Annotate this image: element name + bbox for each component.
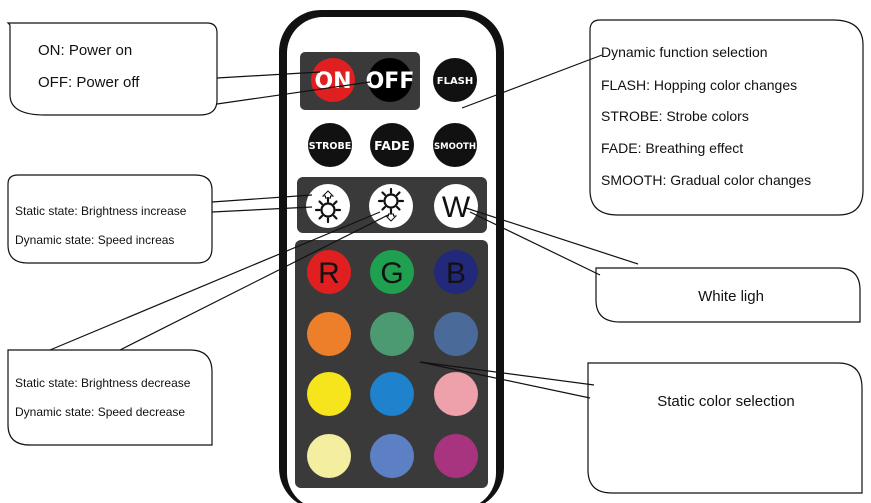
brightness-down-callout-leader-a [49, 211, 381, 351]
azure-button[interactable] [370, 372, 414, 416]
blue-button[interactable]: B [434, 250, 478, 294]
white-callout: White ligh [465, 207, 861, 323]
green-button-label: G [380, 257, 403, 290]
red-button[interactable]: R [307, 250, 351, 294]
power-callout-line2: OFF: Power off [38, 74, 140, 91]
brightness-up-button[interactable] [306, 184, 350, 228]
magenta-button[interactable] [434, 434, 478, 478]
dynamic-callout-line3: STROBE: Strobe colors [601, 108, 749, 124]
brightness-up-callout-box [7, 174, 213, 264]
white-button[interactable]: W [434, 184, 478, 228]
static-color-callout-leader-b [419, 361, 591, 399]
brightness-down-callout-box [7, 349, 213, 446]
white-callout-leader-b [469, 211, 601, 276]
smooth-button-label: SMOOTH [434, 142, 476, 152]
brightness-down-icon [377, 187, 405, 222]
fade-button-label: FADE [374, 138, 410, 153]
static-color-callout-box [587, 362, 863, 494]
static-color-callout-leader-a [419, 361, 595, 386]
static-color-callout: Static color selection [419, 361, 863, 494]
static-color-callout-line1: Static color selection [657, 393, 795, 410]
dynamic-callout-line1: Dynamic function selection [601, 44, 768, 60]
power-callout-box [6, 22, 218, 116]
brightness-up-icon [314, 190, 342, 224]
steel-blue-button[interactable] [434, 312, 478, 356]
strobe-button-label: STROBE [309, 141, 351, 152]
sea-green-button[interactable] [370, 312, 414, 356]
brightness-down-callout-leader-b [119, 214, 389, 351]
green-button[interactable]: G [370, 250, 414, 294]
brightness-down-button[interactable] [369, 184, 413, 228]
brightness-up-callout-leader-b [211, 206, 313, 213]
power-callout-leader-off [216, 81, 371, 105]
brightness-up-callout-line2: Dynamic state: Speed increas [15, 233, 174, 247]
dynamic-callout-line2: FLASH: Hopping color changes [601, 77, 797, 93]
white-callout-line1: White ligh [698, 288, 764, 305]
fade-button[interactable]: FADE [370, 123, 414, 167]
brightness-down-callout: Static state: Brightness decrease Dynami… [7, 211, 389, 446]
white-callout-leader-a [465, 207, 639, 265]
periwinkle-button[interactable] [370, 434, 414, 478]
orange-button[interactable] [307, 312, 351, 356]
brightness-up-callout: Static state: Brightness increase Dynami… [7, 174, 313, 264]
brightness-down-callout-line2: Dynamic state: Speed decrease [15, 405, 185, 419]
strobe-button[interactable]: STROBE [308, 123, 352, 167]
on-button-label: ON [314, 69, 351, 94]
brightness-down-callout-line1: Static state: Brightness decrease [15, 376, 191, 390]
blue-button-label: B [446, 257, 466, 290]
pink-button[interactable] [434, 372, 478, 416]
off-button[interactable]: OFF [366, 58, 415, 102]
dynamic-callout-box [589, 19, 864, 216]
brightness-up-callout-leader-a [211, 194, 313, 203]
flash-button-label: FLASH [437, 76, 474, 87]
white-callout-box [595, 267, 861, 323]
white-button-label: W [442, 191, 471, 224]
power-callout-leader-on [216, 71, 321, 79]
red-button-label: R [318, 257, 340, 290]
on-button[interactable]: ON [311, 58, 355, 102]
dynamic-callout-leader [461, 54, 603, 109]
cream-button[interactable] [307, 434, 351, 478]
smooth-button[interactable]: SMOOTH [433, 123, 477, 167]
off-button-label: OFF [366, 69, 415, 94]
flash-button[interactable]: FLASH [433, 58, 477, 102]
yellow-button[interactable] [307, 372, 351, 416]
color-panel [295, 240, 488, 488]
power-callout: ON: Power on OFF: Power off [6, 22, 371, 116]
dynamic-callout-line4: FADE: Breathing effect [601, 140, 743, 156]
dynamic-callout-line5: SMOOTH: Gradual color changes [601, 172, 811, 188]
brightness-up-callout-line1: Static state: Brightness increase [15, 204, 187, 218]
dynamic-callout: Dynamic function selection FLASH: Hoppin… [461, 19, 864, 216]
power-callout-line1: ON: Power on [38, 42, 132, 59]
